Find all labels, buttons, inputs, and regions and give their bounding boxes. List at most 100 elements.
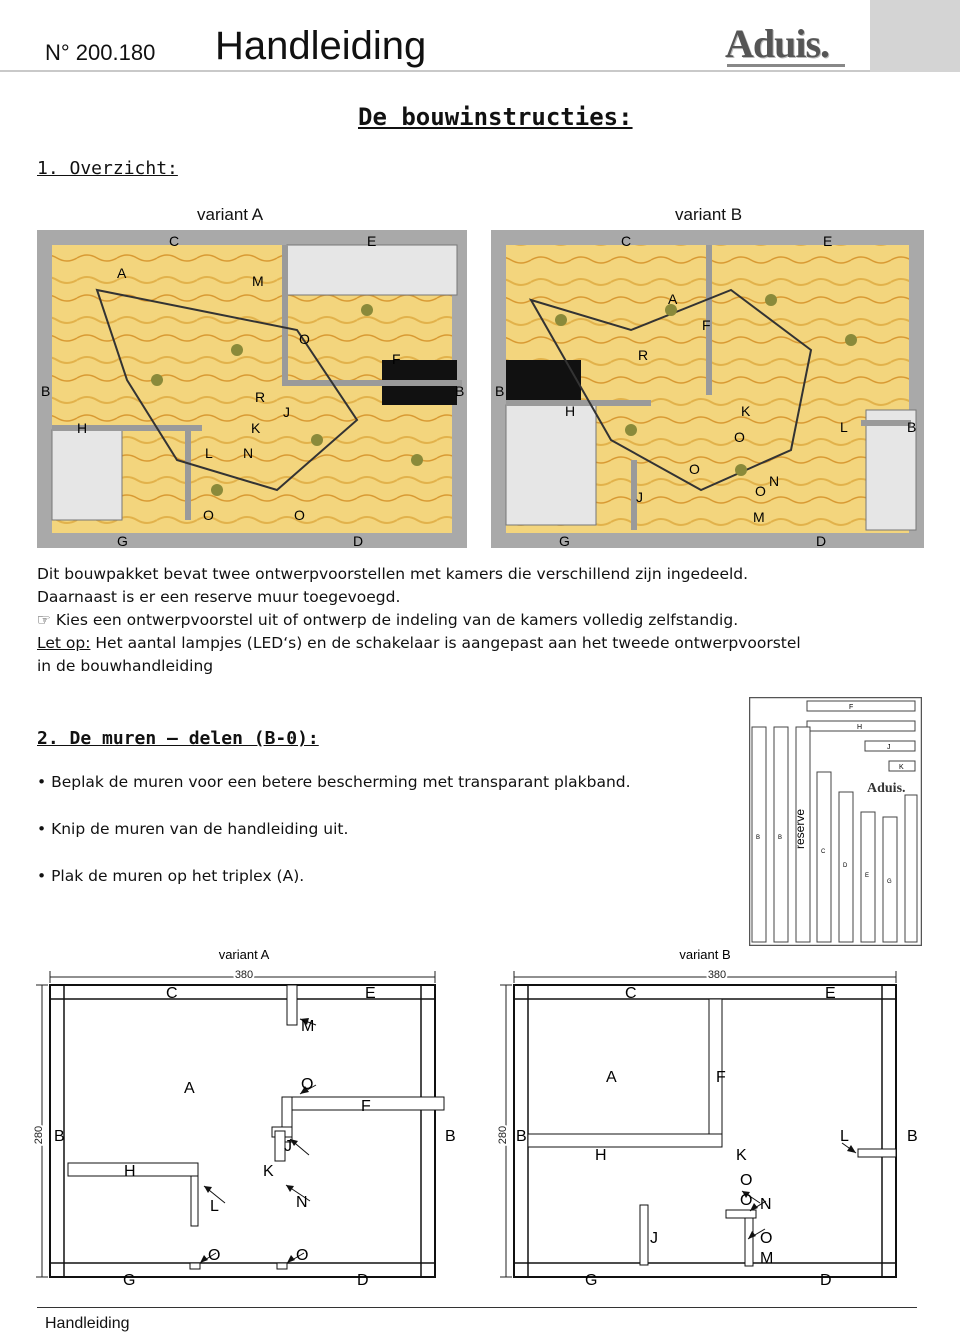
dim-a-letter: E bbox=[365, 985, 376, 1002]
dim-b-letter: J bbox=[650, 1230, 658, 1247]
sheet-logo: Aduis. bbox=[867, 781, 906, 796]
sheet-label: B bbox=[756, 835, 760, 841]
variant-b-label: variant B bbox=[675, 205, 743, 224]
dim-a-title: variant A bbox=[219, 947, 270, 962]
dim-a-letter: O bbox=[208, 1247, 220, 1264]
sheet-reserve-label: reserve bbox=[793, 809, 807, 849]
plan-a-letter: O bbox=[294, 507, 305, 523]
plan-a-letter: A bbox=[117, 265, 127, 281]
parts-sheet-thumbnail: F H J K Aduis. B B reserve C D E G bbox=[749, 697, 922, 946]
description-block: Dit bouwpakket bevat twee ontwerpvoorste… bbox=[37, 563, 937, 678]
plan-a-letter: G bbox=[117, 533, 128, 548]
sheet-label: K bbox=[899, 764, 904, 771]
plan-a-letter: H bbox=[77, 420, 87, 436]
dim-a-letter: F bbox=[361, 1098, 371, 1115]
dim-a-height: 280 bbox=[33, 1126, 45, 1144]
footer-rule bbox=[37, 1307, 917, 1308]
dim-b-letter: N bbox=[760, 1196, 772, 1213]
plan-b-letter: H bbox=[565, 403, 575, 419]
floorplan-variant-b: C E A F R B B H K L O O N J O M G D bbox=[491, 230, 924, 548]
plan-a-letter: L bbox=[205, 445, 213, 461]
dim-b-letter: A bbox=[606, 1069, 617, 1086]
dim-b-title: variant B bbox=[679, 947, 730, 962]
aduis-logo: Aduis. bbox=[725, 20, 845, 67]
plan-a-letter: B bbox=[455, 383, 464, 399]
dim-b-letter: O bbox=[740, 1172, 752, 1189]
dim-b-letter: F bbox=[716, 1069, 726, 1086]
plan-a-letter: K bbox=[251, 420, 261, 436]
document-number: N° 200.180 bbox=[45, 40, 156, 65]
dim-b-letter: O bbox=[760, 1230, 772, 1247]
plan-b-letter: J bbox=[636, 489, 643, 505]
dim-b-letter: E bbox=[825, 985, 836, 1002]
variant-a-label: variant A bbox=[197, 205, 264, 224]
instruction-bullet: • Knip de muren van de handleiding uit. bbox=[37, 820, 349, 838]
dim-a-width: 380 bbox=[235, 969, 253, 981]
plan-b-letter: O bbox=[689, 461, 700, 477]
dim-b-height: 280 bbox=[497, 1126, 509, 1144]
floorplan-variant-a: C E A M O F B R J H K L N O O B G D bbox=[37, 230, 467, 548]
sheet-label: E bbox=[865, 873, 869, 879]
step2-title: 2. De muren – delen (B-0): bbox=[37, 728, 319, 749]
plan-a-letter: O bbox=[299, 331, 310, 347]
plan-a-letter: B bbox=[41, 383, 50, 399]
dim-a-letter: B bbox=[54, 1128, 65, 1145]
plan-a-letter: J bbox=[283, 404, 290, 420]
dim-a-letter: M bbox=[301, 1018, 314, 1035]
logo-underline bbox=[727, 64, 845, 67]
header-rule bbox=[0, 70, 870, 72]
dim-a-letter: L bbox=[210, 1198, 219, 1215]
plan-b-letter: B bbox=[495, 383, 504, 399]
note-label: Let op: bbox=[37, 634, 91, 652]
plan-b-letter: A bbox=[668, 291, 678, 307]
plan-b-letter: F bbox=[702, 317, 711, 333]
dim-b-letter: D bbox=[820, 1272, 832, 1289]
instruction-bullet: • Beplak de muren voor een betere besche… bbox=[37, 773, 631, 791]
plan-a-letter: N bbox=[243, 445, 253, 461]
dim-a-letter: J bbox=[284, 1138, 292, 1155]
plan-a-letter: M bbox=[252, 273, 264, 289]
instruction-bullet: • Plak de muren op het triplex (A). bbox=[37, 867, 305, 885]
dim-a-letter: O bbox=[296, 1247, 308, 1264]
dim-b-letter: K bbox=[736, 1147, 747, 1164]
plan-b-letter: N bbox=[769, 473, 779, 489]
plan-a-letter: C bbox=[169, 233, 179, 249]
dim-b-letter: B bbox=[516, 1128, 527, 1145]
dim-a-letter: C bbox=[166, 985, 178, 1002]
dim-b-letter: G bbox=[585, 1272, 597, 1289]
dim-a-letter: A bbox=[184, 1080, 195, 1097]
page-title: Handleiding bbox=[215, 24, 427, 68]
dim-a-letter: H bbox=[124, 1163, 136, 1180]
description-line: Daarnaast is er een reserve muur toegevo… bbox=[37, 588, 401, 606]
step1-title: 1. Overzicht: bbox=[37, 158, 178, 179]
plan-b-letter: B bbox=[907, 419, 916, 435]
dim-b-width: 380 bbox=[708, 969, 726, 981]
dim-b-letter: B bbox=[907, 1128, 918, 1145]
dim-a-letter: G bbox=[123, 1272, 135, 1289]
plan-a-letter: E bbox=[367, 233, 376, 249]
dimension-drawing-variant-a: variant A 380 280 C E M A O F B B J H K … bbox=[31, 947, 456, 1289]
description-line: Dit bouwpakket bevat twee ontwerpvoorste… bbox=[37, 565, 749, 583]
plan-a-letter: R bbox=[255, 389, 265, 405]
plan-b-letter: M bbox=[753, 509, 765, 525]
sheet-label: D bbox=[843, 863, 848, 869]
plan-b-letter: O bbox=[734, 429, 745, 445]
dim-b-letter: L bbox=[840, 1128, 849, 1145]
description-line: Let op: Het aantal lampjes (LED‘s) en de… bbox=[37, 632, 937, 655]
plan-b-letter: O bbox=[755, 483, 766, 499]
plan-b-letter: L bbox=[840, 419, 848, 435]
plan-b-letter: K bbox=[741, 403, 751, 419]
footer-text: Handleiding bbox=[45, 1315, 130, 1332]
dim-a-letter: D bbox=[357, 1272, 369, 1289]
dim-b-letter: H bbox=[595, 1147, 607, 1164]
sheet-label: B bbox=[778, 835, 782, 841]
plan-b-letter: G bbox=[559, 533, 570, 548]
dim-b-letter: O bbox=[740, 1192, 752, 1209]
dim-b-letter: C bbox=[625, 985, 637, 1002]
plan-a-letter: F bbox=[392, 351, 401, 367]
sheet-label: H bbox=[857, 724, 862, 731]
sheet-label: F bbox=[849, 704, 853, 711]
sheet-label: C bbox=[821, 849, 826, 855]
logo-text: Aduis. bbox=[725, 21, 830, 66]
plan-a-letter: O bbox=[203, 507, 214, 523]
